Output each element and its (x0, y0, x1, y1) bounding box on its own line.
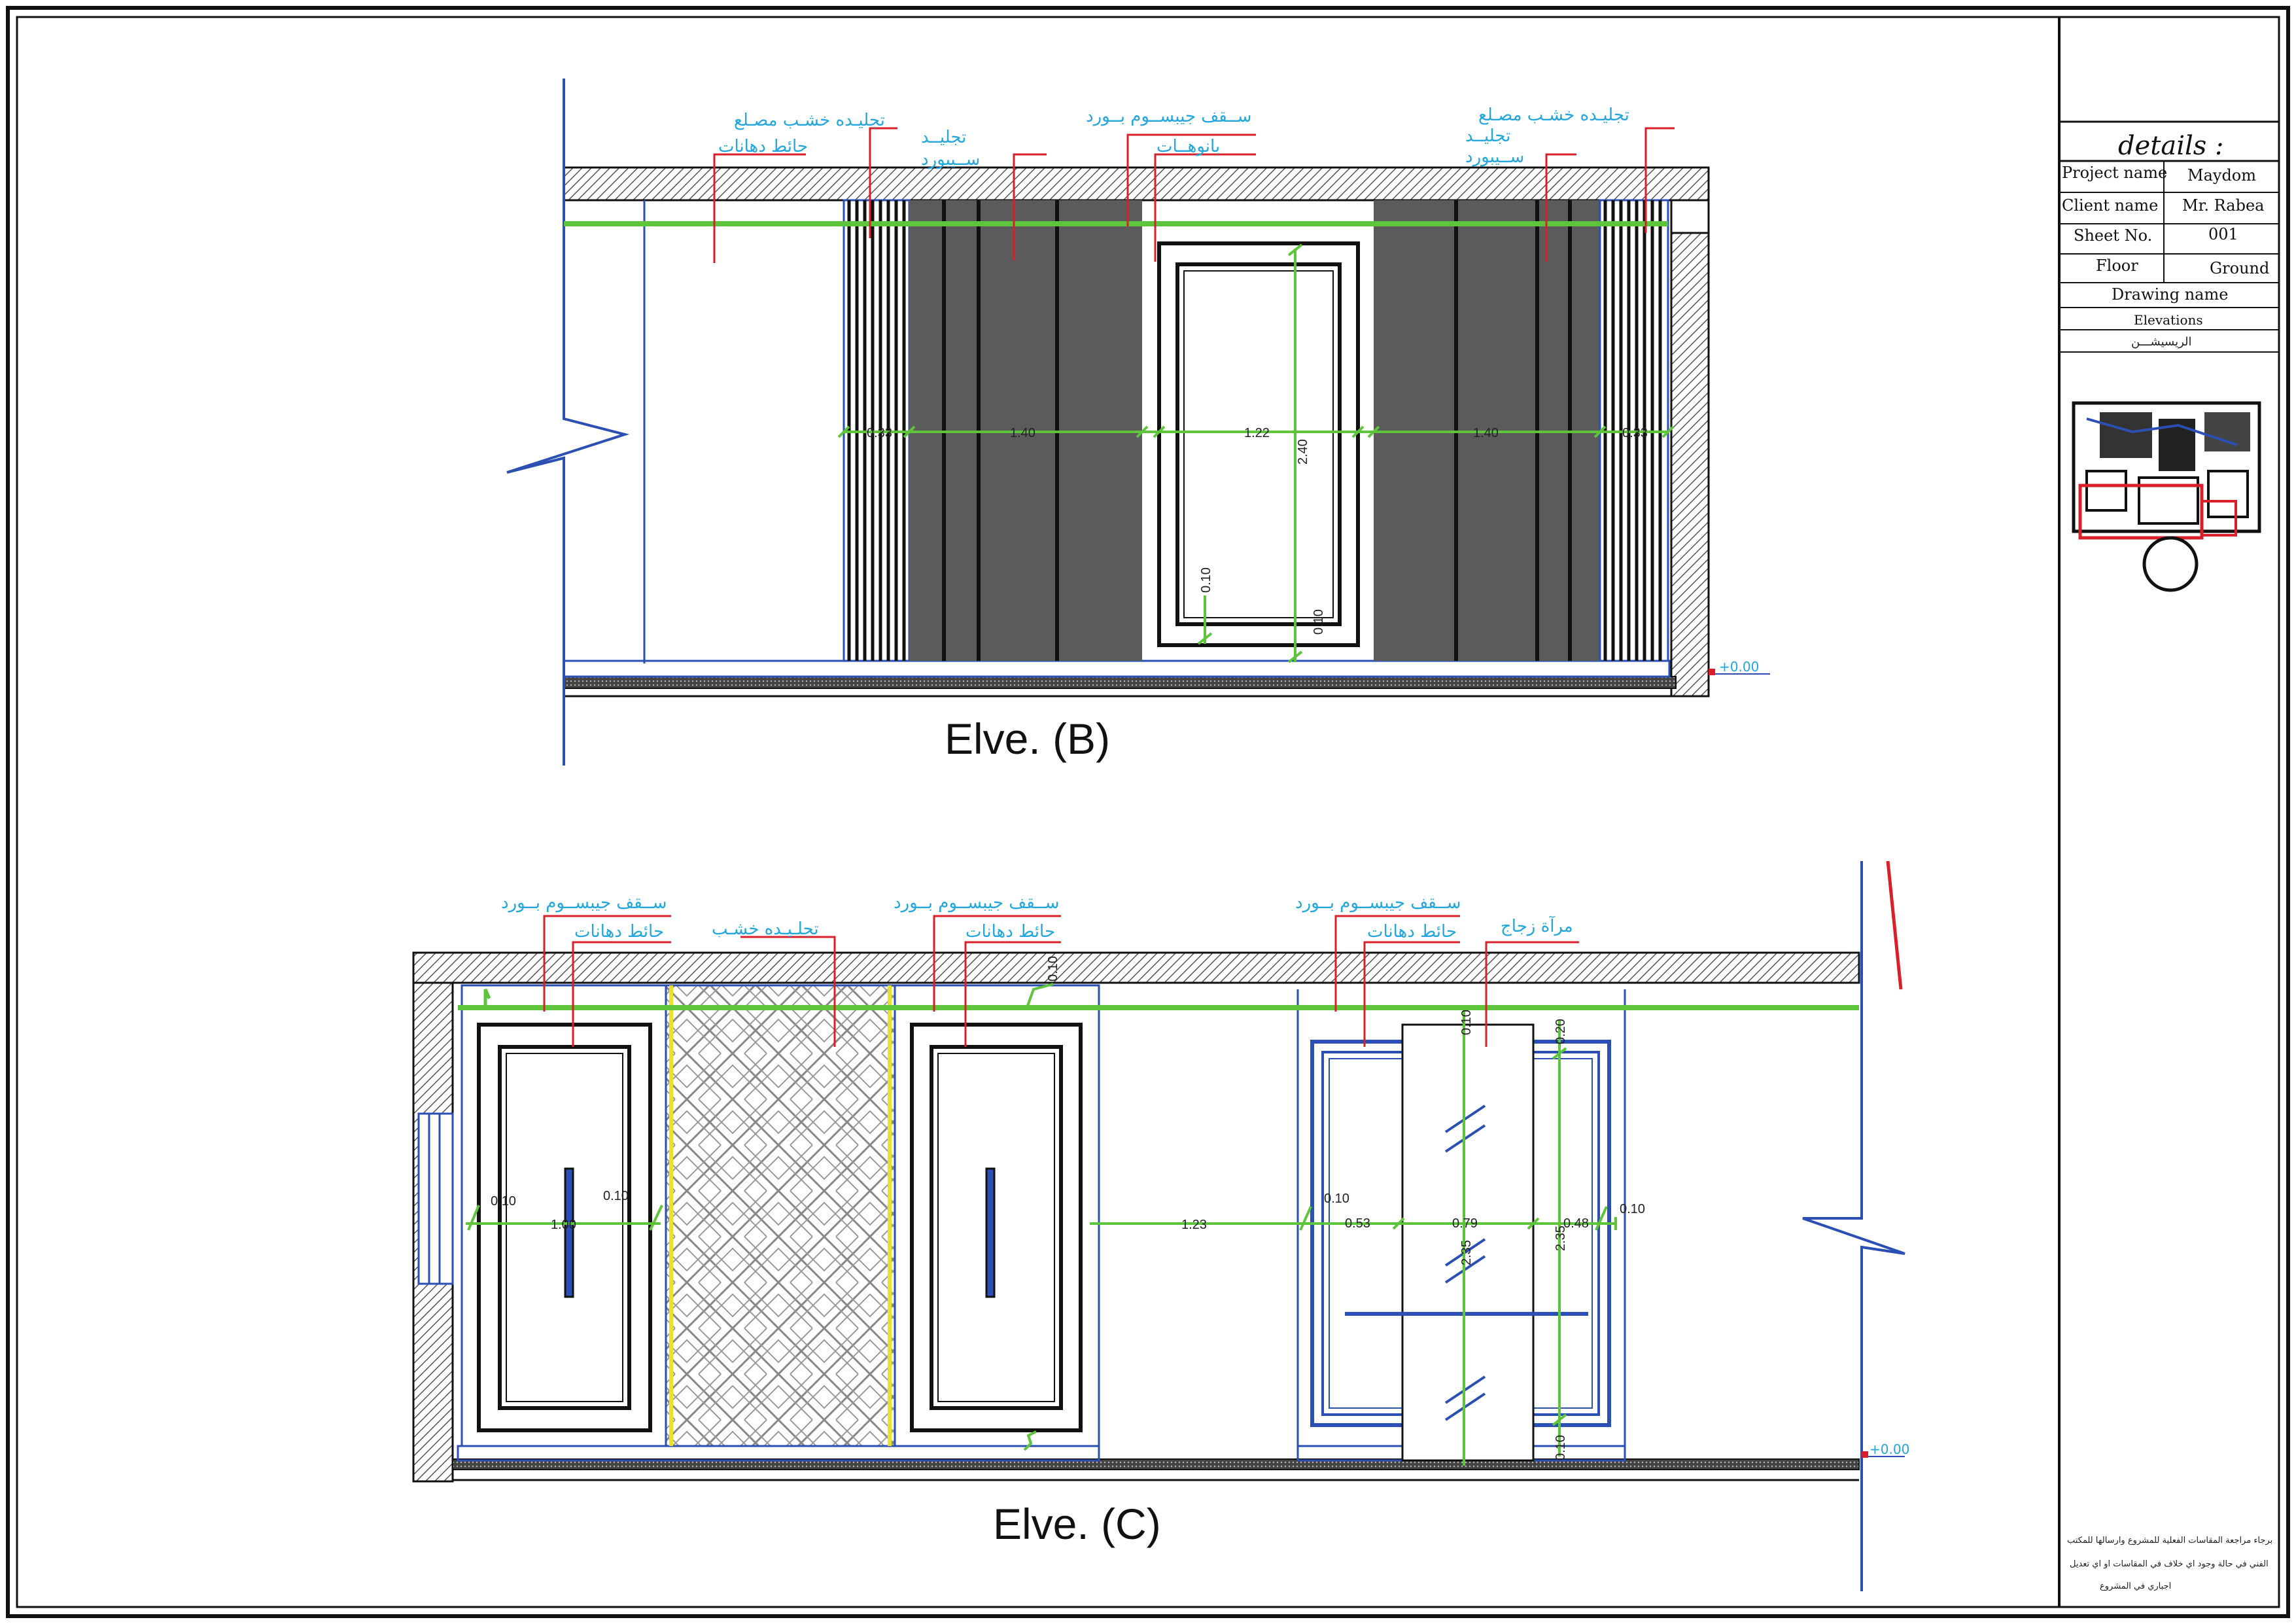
ceiling-slab-c (412, 951, 1860, 984)
level-c: +0.00 (1870, 1441, 1909, 1457)
dim-c-5: 0.10 (1324, 1192, 1349, 1206)
sheet-no-label: Sheet No. (2074, 226, 2152, 245)
dim-line-vertical-c (1463, 1008, 1567, 1466)
floor-c (452, 1458, 1860, 1470)
dim-b-h2: 0.10 (1199, 567, 1213, 593)
title-elevation-b: Elve. (B) (945, 715, 1110, 763)
level-b: +0.00 (1719, 659, 1759, 675)
note-line-3: اجباري في المشروع (2100, 1581, 2171, 1591)
door-panel-middle (894, 984, 1100, 1447)
dim-c-7: 0.79 (1452, 1216, 1478, 1231)
center-frame-panel (1157, 241, 1360, 647)
dim-c-1: 0.10 (491, 1194, 516, 1209)
label-b-panels: بانوهــات (1157, 137, 1220, 156)
dim-b-2: 1.40 (1010, 426, 1035, 440)
dim-b-1: 0.33 (867, 426, 892, 440)
leaders-c (543, 915, 1579, 1047)
dim-b-4: 1.40 (1473, 426, 1499, 440)
dim-c-h4: 0.10 (1459, 1010, 1474, 1035)
label-b-right-wood: تجليـده خشـب مصـلع (1478, 105, 1629, 125)
dim-c-h3: 0.20 (1554, 1019, 1568, 1044)
floor-b (563, 676, 1677, 689)
floor-value: Ground (2210, 259, 2269, 277)
right-wall-b (1670, 232, 1710, 697)
leaders-b (713, 127, 1675, 263)
client-name-label: Client name (2062, 196, 2158, 215)
label-c-wall-1: حائط دهانات (574, 922, 664, 942)
dim-c-8: 0.48 (1563, 1216, 1589, 1231)
dim-c-h2: 2.35 (1554, 1226, 1568, 1251)
break-line-c (1802, 861, 1905, 1591)
dim-b-h1: 2.40 (1296, 439, 1310, 465)
door-panel-left (461, 984, 667, 1447)
label-c-wall-2: حائط دهانات (965, 922, 1055, 942)
note-line-1: برجاء مراجعة المقاسات الفعلية للمشروع وا… (2067, 1536, 2272, 1545)
dim-b-3: 1.22 (1244, 426, 1270, 440)
label-c-ceiling-3: ســقف جيبســوم بــورد (1295, 893, 1461, 913)
ceiling-slab-b (563, 166, 1710, 202)
drawing-name-label: Drawing name (2112, 285, 2228, 304)
dim-c-6: 0.53 (1345, 1216, 1370, 1231)
label-c-ceiling-1: ســقف جيبســوم بــورد (501, 893, 667, 913)
label-b-ceiling: ســقف جيبســوم بــورد (1086, 107, 1251, 126)
label-c-wall-3: حائط دهانات (1367, 922, 1457, 942)
dim-c-h1: 2.35 (1459, 1240, 1474, 1265)
dim-c-3: 0.10 (603, 1189, 629, 1203)
drawing-name-value: Elevations (2134, 312, 2203, 328)
dim-c-2: 1.00 (551, 1218, 576, 1232)
label-c-ceiling-2: ســقف جيبســوم بــورد (894, 893, 1059, 913)
label-b-left-wall: حائط دهانات (718, 137, 808, 156)
label-b-left-wood: تجليـده خشـب مصـلع (734, 111, 885, 130)
dim-b-5: 0.33 (1622, 426, 1648, 440)
client-name-value: Mr. Rabea (2182, 196, 2264, 215)
label-c-wood: تجلـيـده خشـب (712, 919, 819, 939)
dim-line-horizontal-c (466, 1205, 1617, 1231)
dim-c-h5: 0.10 (1554, 1435, 1568, 1460)
project-name-value: Maydom (2187, 166, 2256, 185)
lattice-wood-panel (665, 984, 896, 1447)
dim-c-h6: 0.10 (1046, 956, 1060, 981)
break-line-b (506, 79, 630, 766)
floor-label: Floor (2096, 256, 2138, 275)
title-block: details : Project name Maydom Client nam… (2058, 17, 2279, 1607)
drawing-name-arabic: الريسيشـــن (2131, 335, 2192, 349)
dim-line-vertical-b (1197, 243, 1303, 663)
note-line-2: الفني في حالة وجود اي خلاف في المقاسات ا… (2070, 1559, 2269, 1569)
sheet-frame (6, 6, 2290, 1618)
dim-b-h3: 0.10 (1312, 609, 1326, 635)
label-b-mid-cladding-1: تجليــد (921, 128, 966, 147)
label-b-mid-cladding-2: ســيبورد (921, 150, 980, 169)
dim-c-4: 1.23 (1181, 1218, 1207, 1232)
elevation-c: 0.10 1.00 0.10 1.23 0.10 0.53 0.79 0.48 … (412, 860, 1909, 1591)
title-block-heading: details : (2118, 131, 2224, 161)
elevation-b: 0.33 1.40 1.22 1.40 0.33 2.40 0.10 0.10 … (506, 79, 1770, 766)
dim-c-9: 0.10 (1620, 1202, 1645, 1216)
sheet-no-value: 001 (2208, 225, 2238, 243)
label-b-right-cladding-1: تجليــد (1465, 126, 1510, 146)
key-plan-thumbnail (2072, 401, 2261, 592)
dim-line-horizontal-b (837, 425, 1675, 438)
label-c-mirror: مرآة زجاج (1501, 915, 1573, 936)
title-elevation-c: Elve. (C) (993, 1500, 1161, 1548)
project-name-label: Project name (2062, 164, 2167, 182)
label-b-right-cladding-2: ســيبورد (1465, 147, 1524, 167)
